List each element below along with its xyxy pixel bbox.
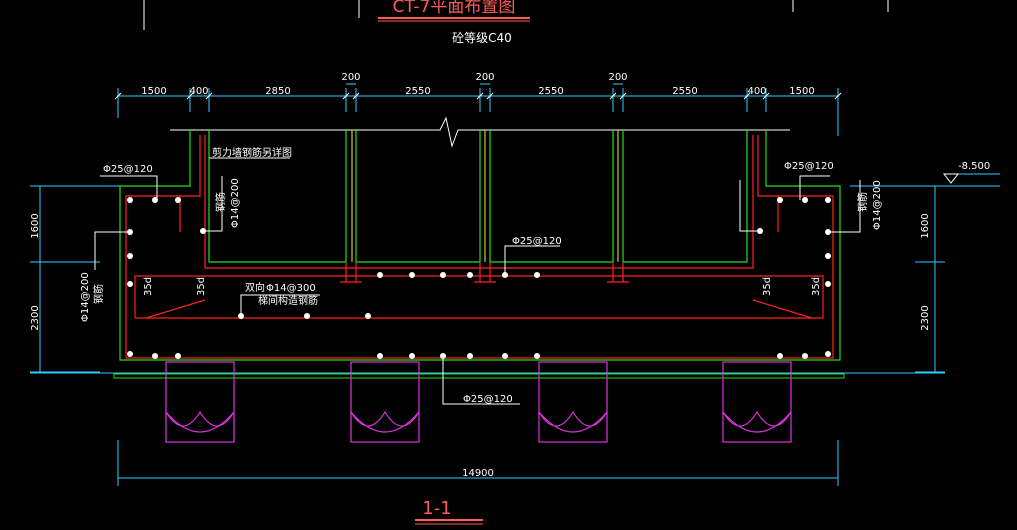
pile-2 <box>350 361 420 443</box>
anchor-left-diag <box>145 299 206 319</box>
elevation-value: -8.500 <box>958 161 990 172</box>
concrete-grade-note: 砼等级C40 <box>452 31 512 45</box>
wall-right-inner <box>622 130 748 263</box>
top-bar-left-label: Φ25@120 <box>103 164 153 175</box>
hook-right-spec: Φ14@200 <box>872 180 883 230</box>
dim-top-6: 200 <box>475 72 494 83</box>
top-dimension-values: 1500 400 2850 200 2550 200 2550 200 2550… <box>141 72 814 97</box>
dim-right-2: 2300 <box>920 305 931 330</box>
dim-top-3: 2850 <box>265 86 290 97</box>
side-bar-left-spec: Φ14@200 <box>80 272 91 322</box>
piles <box>165 361 792 443</box>
section-title-group: 1-1 <box>415 498 483 525</box>
pile-4 <box>722 361 792 443</box>
top-dimension-chain <box>117 83 839 136</box>
bottom-bar-label: Φ25@120 <box>463 394 513 405</box>
hook-left-label: 钢筋 <box>214 192 227 212</box>
dim-left-1: 1600 <box>30 213 41 238</box>
bidir-spec: Φ14@300 <box>266 283 316 294</box>
top-dimension-ticks <box>114 92 842 100</box>
bidir-label: 双向 <box>245 281 265 294</box>
walls <box>119 130 841 361</box>
rebar-inner-loop <box>134 275 824 319</box>
pile-1 <box>165 361 235 443</box>
dim-top-2: 400 <box>189 86 208 97</box>
bottom-dimension <box>117 440 839 486</box>
pile-3 <box>538 361 608 443</box>
dim-top-10: 400 <box>747 86 766 97</box>
dim-left-2: 2300 <box>30 305 41 330</box>
side-bar-left-note: 钢筋 <box>92 284 105 304</box>
hook-right-label: 钢筋 <box>856 192 869 212</box>
plan-title: CT-7平面布置图 <box>393 0 516 17</box>
rebar-dots <box>127 197 831 359</box>
dim-top-1: 1500 <box>141 86 166 97</box>
dim-top-9: 2550 <box>672 86 697 97</box>
dim-right-1: 1600 <box>920 213 931 238</box>
left-dimension-chain <box>30 185 120 373</box>
rebar-lines <box>125 135 834 359</box>
anchor-label-2: 35d <box>196 277 207 296</box>
leaders <box>94 157 861 405</box>
dim-top-11: 1500 <box>789 86 814 97</box>
wall-left-outline <box>119 130 841 361</box>
top-bar-right-label: Φ25@120 <box>784 161 834 172</box>
break-line <box>170 116 790 148</box>
wall-mid1-inner <box>355 130 481 263</box>
top-title-group: CT-7平面布置图 砼等级C40 <box>143 0 889 45</box>
dim-bottom-total: 14900 <box>462 468 494 479</box>
dim-top-5: 2550 <box>405 86 430 97</box>
dim-top-7: 2550 <box>538 86 563 97</box>
rebar-top-mid <box>204 135 754 269</box>
wall-left-inner <box>208 130 347 263</box>
shear-wall-note: 剪力墙钢筋另详图 <box>212 146 292 159</box>
hook-left-spec: Φ14@200 <box>230 178 241 228</box>
anchor-right-diag <box>752 299 813 319</box>
elevation-marker <box>942 173 960 184</box>
mid-bar-label: Φ25@120 <box>512 236 562 247</box>
dim-top-4: 200 <box>341 72 360 83</box>
structural-note: 梯间构造钢筋 <box>258 294 318 307</box>
anchor-label-1: 35d <box>143 277 154 296</box>
rebar-outer <box>125 135 834 359</box>
dim-top-8: 200 <box>608 72 627 83</box>
anchor-label-3: 35d <box>762 277 773 296</box>
annotations: 剪力墙钢筋另详图 Φ25@120 Φ25@120 钢筋 Φ14@200 钢筋 Φ… <box>80 146 883 405</box>
anchor-label-4: 35d <box>811 277 822 296</box>
foundation-base <box>30 372 945 379</box>
section-title: 1-1 <box>422 498 451 519</box>
wall-mid2-inner <box>489 130 614 263</box>
